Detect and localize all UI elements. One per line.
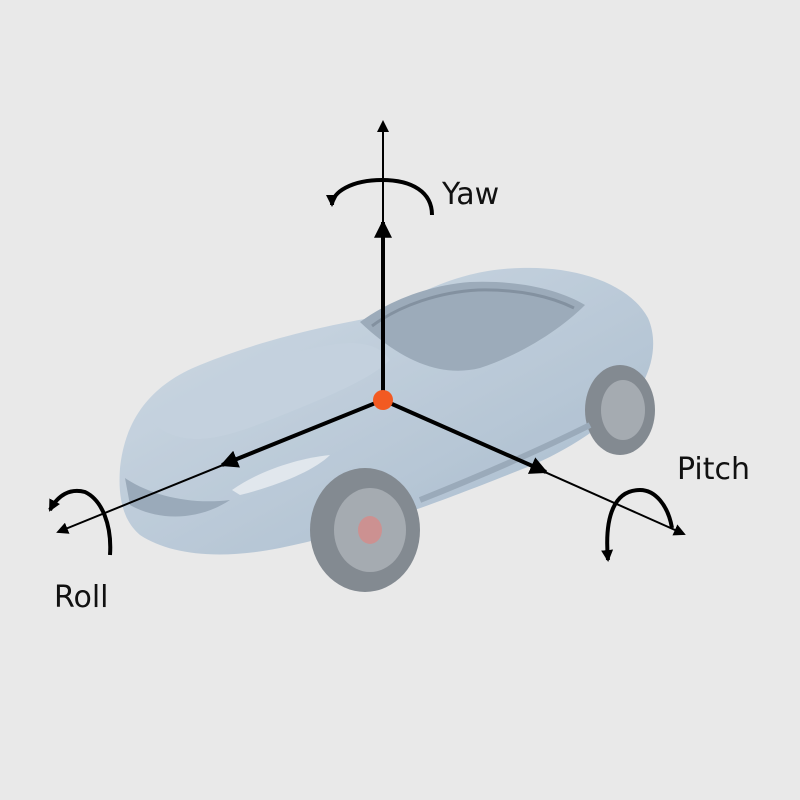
pitch-rotation-arrow xyxy=(601,487,674,562)
car-headlight xyxy=(232,455,330,495)
front-wheel xyxy=(310,468,420,592)
car-side-skirt xyxy=(418,422,592,503)
roll-label: Roll xyxy=(54,580,109,615)
pitch-label: Pitch xyxy=(677,452,750,487)
roll-axis-thick xyxy=(219,398,384,468)
rear-wheel xyxy=(585,365,655,455)
car-illustration xyxy=(119,267,655,592)
yaw-rotation-arrow xyxy=(326,177,434,216)
car-hood xyxy=(150,343,390,439)
car-windshield-frame xyxy=(371,288,575,328)
rotation-arrows xyxy=(48,177,674,562)
car-grille xyxy=(125,478,230,517)
origin-point xyxy=(373,390,393,410)
pitch-axis-thick xyxy=(382,398,549,474)
yaw-label: Yaw xyxy=(441,177,499,212)
roll-rotation-arrow xyxy=(48,489,113,556)
axes xyxy=(56,120,686,536)
